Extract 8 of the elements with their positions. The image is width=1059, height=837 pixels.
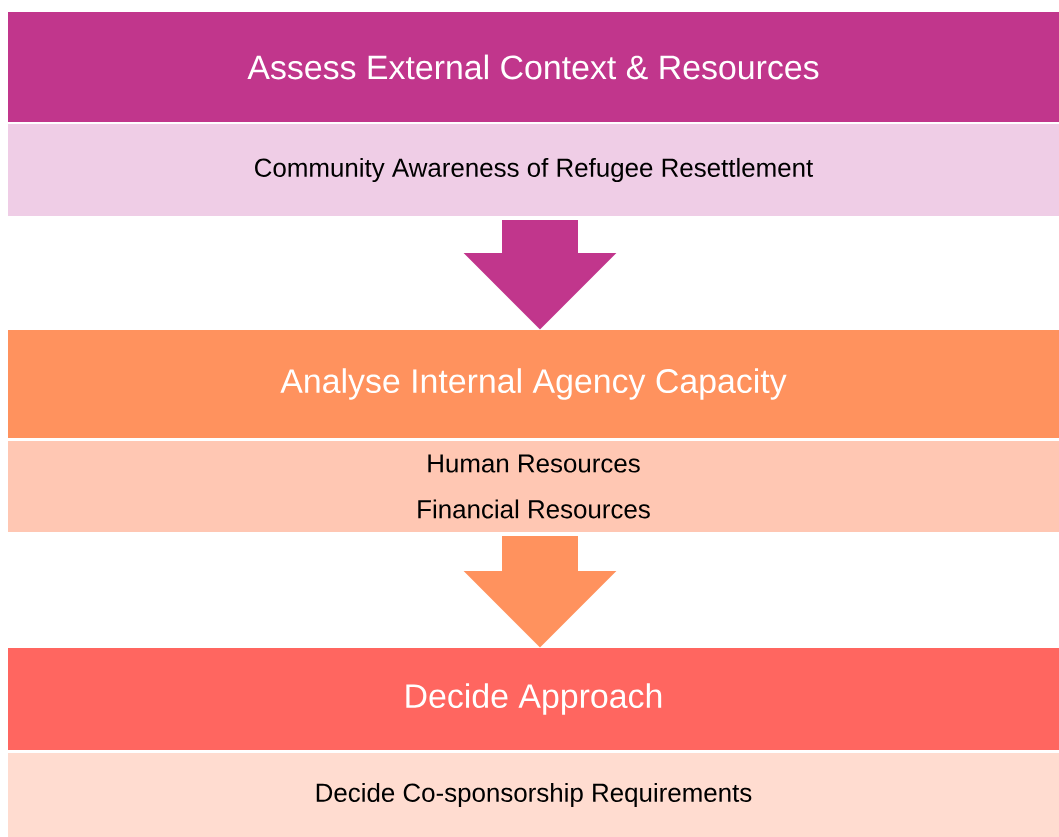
detail-band: Community Awareness of Refugee Resettlement	[8, 124, 1059, 216]
detail-band: Decide Co-sponsorship Requirements	[8, 753, 1059, 837]
block-arrow	[463, 220, 617, 330]
block-arrow	[463, 536, 617, 648]
detail-band: Human Resources Financial Resources	[8, 441, 1059, 532]
step-header-band: Decide Approach	[8, 648, 1059, 750]
step-header-band: Assess External Context & Resources	[8, 12, 1059, 122]
step-header-band: Analyse Internal Agency Capacity	[8, 330, 1059, 438]
